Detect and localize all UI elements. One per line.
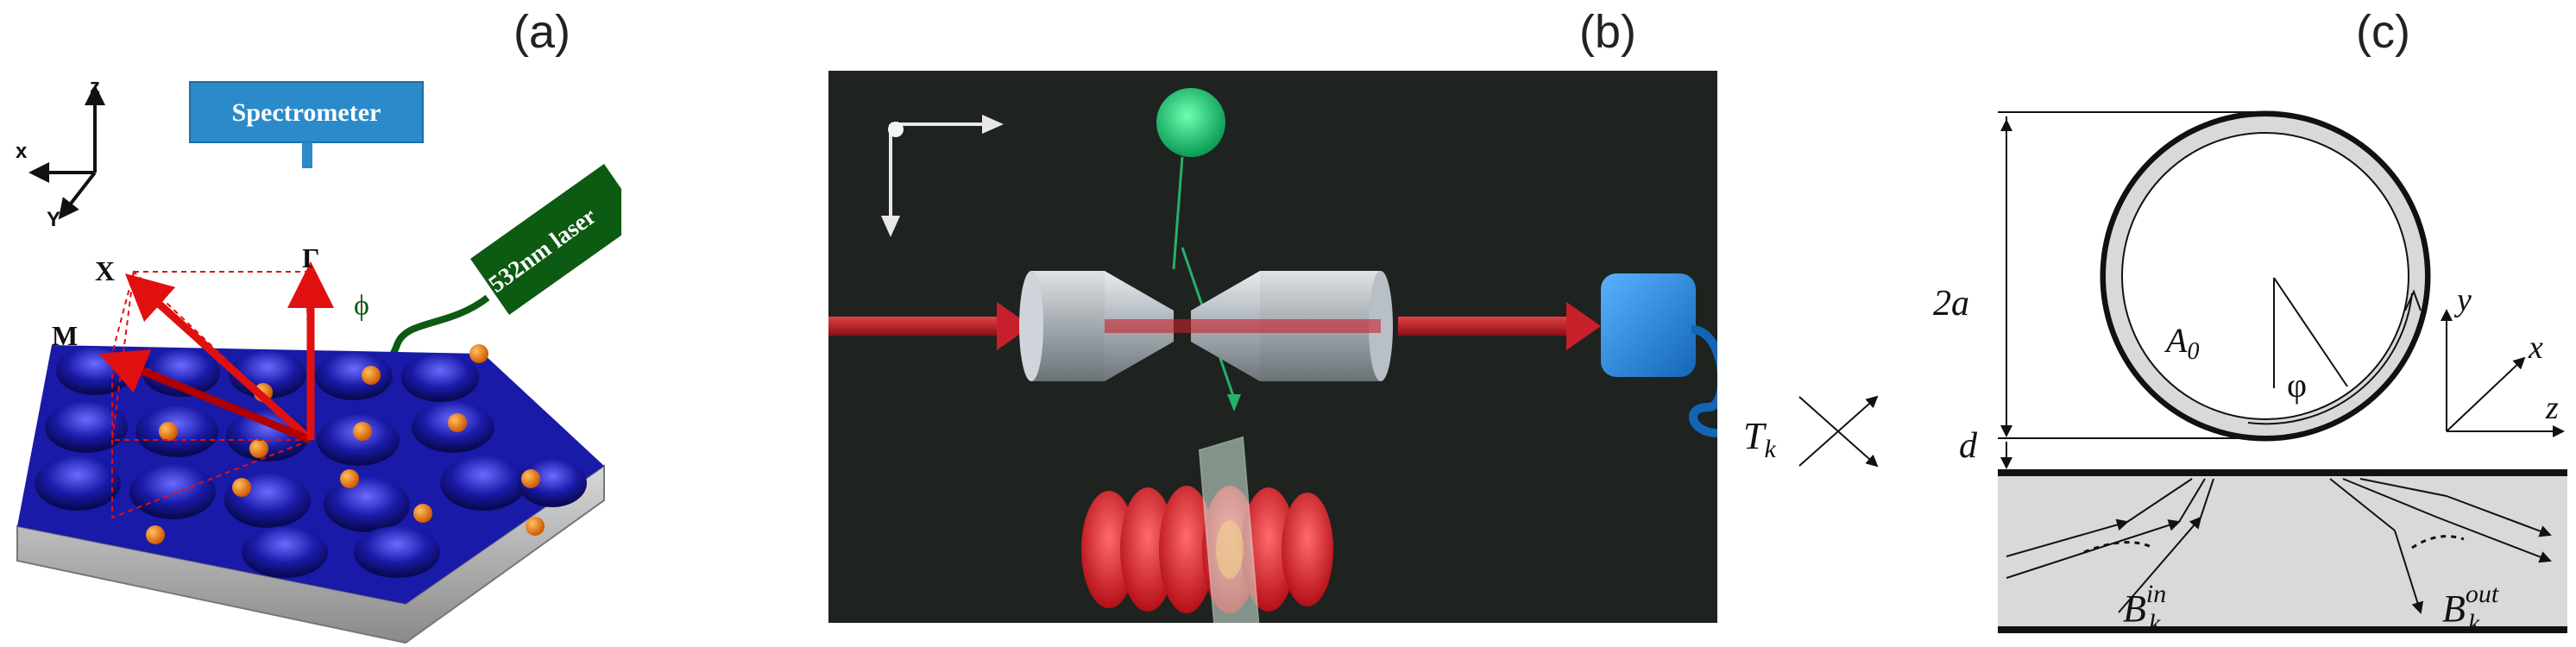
transfer-label: Tk xyxy=(1743,415,1776,463)
spectrometer-box xyxy=(189,81,424,143)
ring-mode-arrow xyxy=(2247,292,2413,425)
spectrometer-stem xyxy=(302,142,312,168)
laser-beam-arrow-left xyxy=(997,302,1031,350)
height-label: 2a xyxy=(1933,284,1969,324)
gap-label: d xyxy=(1959,426,1978,466)
brillouin-vectors xyxy=(99,261,334,444)
axes-a xyxy=(28,85,105,220)
angle-label: φ xyxy=(2287,366,2307,405)
ring-cladding xyxy=(2106,116,2425,436)
axis-origin-ball xyxy=(888,122,904,137)
axis-x-label: x xyxy=(16,140,28,163)
mode-label: A0 xyxy=(2163,321,2199,365)
ring-inner xyxy=(2121,132,2409,420)
axes-c xyxy=(2441,309,2565,437)
panel-label-a: (a) xyxy=(513,6,570,58)
laser-beam-right xyxy=(1398,317,1588,336)
angle-label-phi: ϕ xyxy=(354,290,369,322)
axis-c-z: z xyxy=(2545,390,2559,426)
spectrometer-label: Spectrometer xyxy=(232,98,381,127)
vector-label-m: M xyxy=(52,320,78,351)
slide-spot xyxy=(1216,520,1244,579)
axis-z-label: z xyxy=(90,75,100,98)
panel-b-diagram xyxy=(828,71,1717,623)
laser-beam-left xyxy=(828,317,1010,336)
atom-beam-head xyxy=(1227,394,1241,411)
transfer-cross xyxy=(1798,395,1879,468)
waveguide xyxy=(1998,473,2567,630)
dimension-lines xyxy=(1998,111,2274,469)
angle-marker xyxy=(2273,277,2348,388)
rays-out xyxy=(2329,478,2552,614)
ring-mode-arrowhead xyxy=(2404,289,2422,311)
panel-label-c: (c) xyxy=(2356,6,2410,58)
laser-beam-arrow-right xyxy=(1566,302,1601,350)
rays-in-bracket xyxy=(2083,541,2154,554)
atom xyxy=(1156,88,1225,157)
rays-in xyxy=(2006,478,2214,613)
axis-c-y: y xyxy=(2453,282,2472,318)
panel-label-b: (b) xyxy=(1579,6,1636,58)
ring-outer xyxy=(2100,110,2431,442)
panel-a-diagram: z x Y Spectrometer 532nm laser xyxy=(16,75,621,644)
axis-c-x: x xyxy=(2528,330,2543,366)
vector-label-x: X xyxy=(95,255,115,286)
atom-beam xyxy=(1172,156,1184,270)
axes-b xyxy=(880,114,1004,237)
vector-label-gamma: Γ xyxy=(302,242,319,273)
axis-y-label: Y xyxy=(47,208,60,231)
detector xyxy=(1601,273,1717,437)
focus-beam xyxy=(1105,319,1381,333)
